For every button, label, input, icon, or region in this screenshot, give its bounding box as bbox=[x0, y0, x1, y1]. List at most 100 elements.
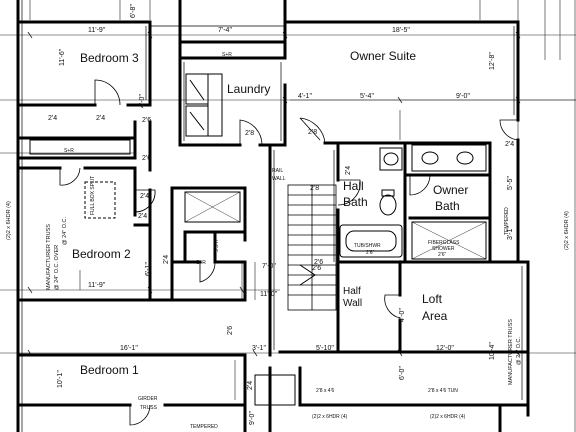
dimension-label: 11'-9" bbox=[88, 282, 106, 289]
hall-tub-icon bbox=[339, 224, 403, 258]
dimension-label: 7'-0" bbox=[262, 263, 276, 270]
dimension-label: 12'-8" bbox=[489, 52, 496, 70]
door-bedroom2 bbox=[134, 189, 156, 213]
door-size-label: 2'4 bbox=[138, 213, 147, 220]
shower-icon bbox=[411, 221, 487, 260]
room-label-bedroom2: Bedroom 2 bbox=[72, 247, 131, 261]
closet-shelf-b3 bbox=[29, 139, 131, 155]
shower-note: FIBERGLASS bbox=[428, 240, 460, 246]
door-bedroom1 bbox=[129, 404, 151, 426]
toilet-icon bbox=[379, 194, 397, 216]
room-label-owner-bath-line2: Bath bbox=[435, 199, 460, 213]
rail-note: WALL bbox=[272, 176, 286, 182]
door-size-label: 2'6 bbox=[142, 155, 151, 162]
header-note: (2)2 x 6HDR (4) bbox=[430, 414, 466, 420]
header-note: (2)2 x 6HDR (4) bbox=[6, 201, 12, 240]
door-closet-b2 bbox=[199, 261, 216, 283]
room-label-bedroom1: Bedroom 1 bbox=[80, 363, 139, 377]
room-label-bedroom3: Bedroom 3 bbox=[80, 51, 139, 65]
door-laundry bbox=[239, 119, 263, 146]
room-label-loft-line1: Loft bbox=[422, 292, 443, 306]
shelf-note: 5 S R bbox=[214, 239, 220, 252]
annotation-notes: S+R S+R 5 S R S+R RAIL WALL GIRDER TRUSS… bbox=[6, 52, 570, 430]
laundry-fixtures bbox=[185, 73, 223, 137]
room-label-half-wall-line1: Half bbox=[343, 286, 361, 297]
chase-box bbox=[254, 374, 296, 406]
shower-note: SHOWER bbox=[432, 246, 455, 252]
vanity-hall-bath bbox=[379, 147, 403, 171]
room-label-hall-bath-line1: Hall bbox=[343, 179, 364, 193]
header-note: (2)2 x 6HDR (4) bbox=[564, 211, 570, 250]
door-size-label: 2'8 bbox=[308, 129, 317, 136]
door-size-label: 2'4 bbox=[140, 193, 149, 200]
dimension-label: 5'-5" bbox=[507, 176, 514, 190]
dimension-label: 12'-0" bbox=[436, 345, 454, 352]
room-label-laundry: Laundry bbox=[227, 82, 270, 96]
door-size-label: 2'8 bbox=[310, 185, 319, 192]
dimension-label: 6'-0" bbox=[399, 366, 406, 380]
truss-note: @ 24" O.C. OVER bbox=[54, 245, 60, 290]
shelf-note: S+R bbox=[222, 52, 232, 58]
door-size-label: 2'4 bbox=[345, 166, 352, 175]
girder-note: TRUSS bbox=[140, 405, 158, 411]
room-label-loft-line2: Area bbox=[422, 309, 448, 323]
dimension-labels: 11'-9" 6'-8" 7'-4" 18'-5" 11'-6" 12'-8" … bbox=[57, 4, 514, 425]
door-size-label: 2'4 bbox=[163, 255, 170, 264]
dimension-label: 7'-4" bbox=[218, 27, 232, 34]
truss-note: MANUFACTURER TRUSS bbox=[508, 319, 514, 385]
door-owner-bath bbox=[409, 174, 431, 196]
dimension-label: 11'-6" bbox=[59, 48, 66, 66]
dimension-label: 4'-1" bbox=[298, 93, 312, 100]
dimension-label: 16'-1" bbox=[120, 345, 138, 352]
door-size-label: 2'4 bbox=[48, 115, 57, 122]
dimension-label: 9'-0" bbox=[249, 411, 256, 425]
dimension-label: 4'-0" bbox=[139, 94, 146, 108]
tub-note: TUB/SHWR bbox=[354, 243, 381, 249]
room-label-owner-bath-line1: Owner bbox=[433, 183, 468, 197]
chimney-box bbox=[84, 181, 116, 219]
truss-note: @ 24" O.C. bbox=[62, 217, 68, 245]
door-hall-bath bbox=[337, 179, 361, 206]
dimension-label: 11'-0" bbox=[260, 291, 278, 298]
shelf-note: S+R bbox=[64, 148, 74, 154]
door-size-label: 2'8 bbox=[245, 130, 254, 137]
walls bbox=[16, 0, 530, 432]
door-size-label: 2'4 bbox=[96, 115, 105, 122]
room-label-owner-suite: Owner Suite bbox=[350, 49, 416, 63]
door-b3-closet bbox=[59, 167, 81, 186]
shower-note: 2'6" bbox=[438, 252, 447, 258]
dimension-label: 6'-1" bbox=[145, 262, 152, 276]
dimension-label: 10'-1" bbox=[57, 370, 64, 388]
dimension-label: 18'-5" bbox=[392, 27, 410, 34]
stairs bbox=[287, 184, 337, 311]
truss-note: @ 24" O.C. bbox=[516, 337, 522, 365]
window-note: 2'8 x 4'6 bbox=[316, 388, 335, 394]
dimension-label: 3'-1" bbox=[507, 226, 514, 240]
door-owner-closet bbox=[499, 119, 519, 141]
rail-note: RAIL bbox=[272, 168, 283, 174]
shelf-note: S+R bbox=[196, 260, 206, 266]
door-bedroom3 bbox=[94, 79, 121, 106]
dimension-label: 5'-10" bbox=[316, 345, 334, 352]
dimension-label: 10'-4" bbox=[489, 342, 496, 360]
door-size-label: 2'4 bbox=[505, 141, 514, 148]
header-note: (2)2 x 6HDR (4) bbox=[312, 414, 348, 420]
dimension-label: 5'-4" bbox=[360, 93, 374, 100]
wall-inner-lines bbox=[21, 0, 523, 432]
door-owner-suite bbox=[299, 117, 326, 144]
window-note: 2'8 x 4'6 TUN bbox=[428, 388, 458, 394]
tempered-note: TEMPERED bbox=[190, 424, 218, 430]
dimension-label: 11'-9" bbox=[88, 27, 106, 34]
door-size-label: 2'4 bbox=[247, 381, 254, 390]
door-size-labels: 2'4 2'4 2'6 2'8 2'8 2'6 2'4 2'4 2'4 2'4 … bbox=[48, 115, 514, 390]
bath-fixtures bbox=[29, 139, 487, 406]
vanity-owner-bath bbox=[411, 144, 487, 172]
door-size-label: 2'6 bbox=[142, 117, 151, 124]
door-size-label: 2'6 bbox=[227, 326, 234, 335]
room-label-hall-bath-line2: Bath bbox=[343, 195, 368, 209]
dimension-label: 6'-8" bbox=[130, 4, 137, 18]
girder-note: GIRDER bbox=[138, 396, 158, 402]
dimension-label: 9'-0" bbox=[456, 93, 470, 100]
room-label-half-wall-line2: Wall bbox=[343, 298, 362, 309]
